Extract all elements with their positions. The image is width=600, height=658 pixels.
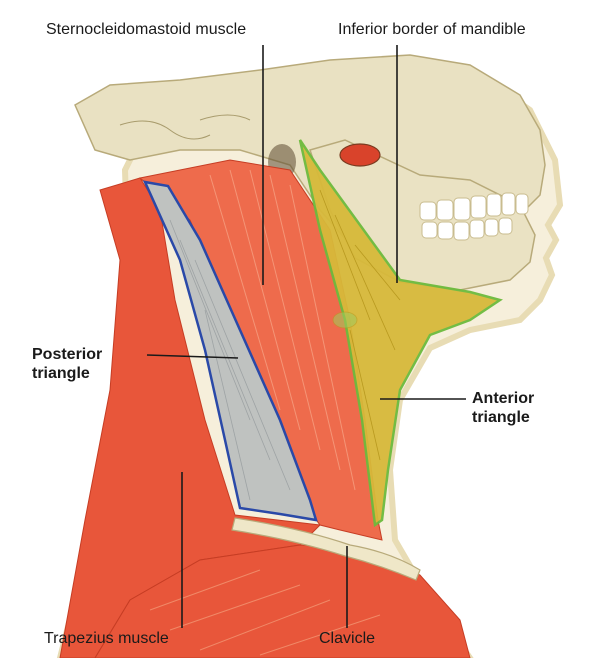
label-sternocleidomastoid: Sternocleidomastoid muscle	[46, 21, 247, 38]
label-posterior-triangle: Posterior triangle	[32, 345, 102, 383]
shoulder-fibers	[149, 569, 381, 656]
leader-posterior	[146, 354, 239, 359]
posterior-fibers	[169, 219, 291, 501]
orbit-region	[339, 143, 381, 167]
shoulder-muscle	[94, 544, 471, 658]
posterior-triangle-region	[142, 180, 318, 522]
clavicle-bone	[231, 517, 421, 581]
anterior-triangle-region	[298, 139, 503, 528]
label-posterior-line2: triangle	[32, 365, 90, 383]
label-trapezius: Trapezius muscle	[44, 630, 169, 647]
skull-suture-2	[199, 114, 251, 121]
skull-suture-1	[119, 120, 211, 140]
teeth	[419, 192, 529, 241]
label-anterior-line2: triangle	[472, 409, 530, 427]
label-posterior-line1: Posterior	[32, 346, 103, 363]
anterior-fibers	[319, 189, 401, 461]
label-inferior-border-mandible: Inferior border of mandible	[338, 21, 526, 38]
label-anterior-triangle: Anterior triangle	[472, 389, 534, 427]
scm-fibers	[209, 169, 356, 491]
label-clavicle: Clavicle	[319, 630, 376, 647]
label-anterior-line1: Anterior	[472, 390, 535, 407]
